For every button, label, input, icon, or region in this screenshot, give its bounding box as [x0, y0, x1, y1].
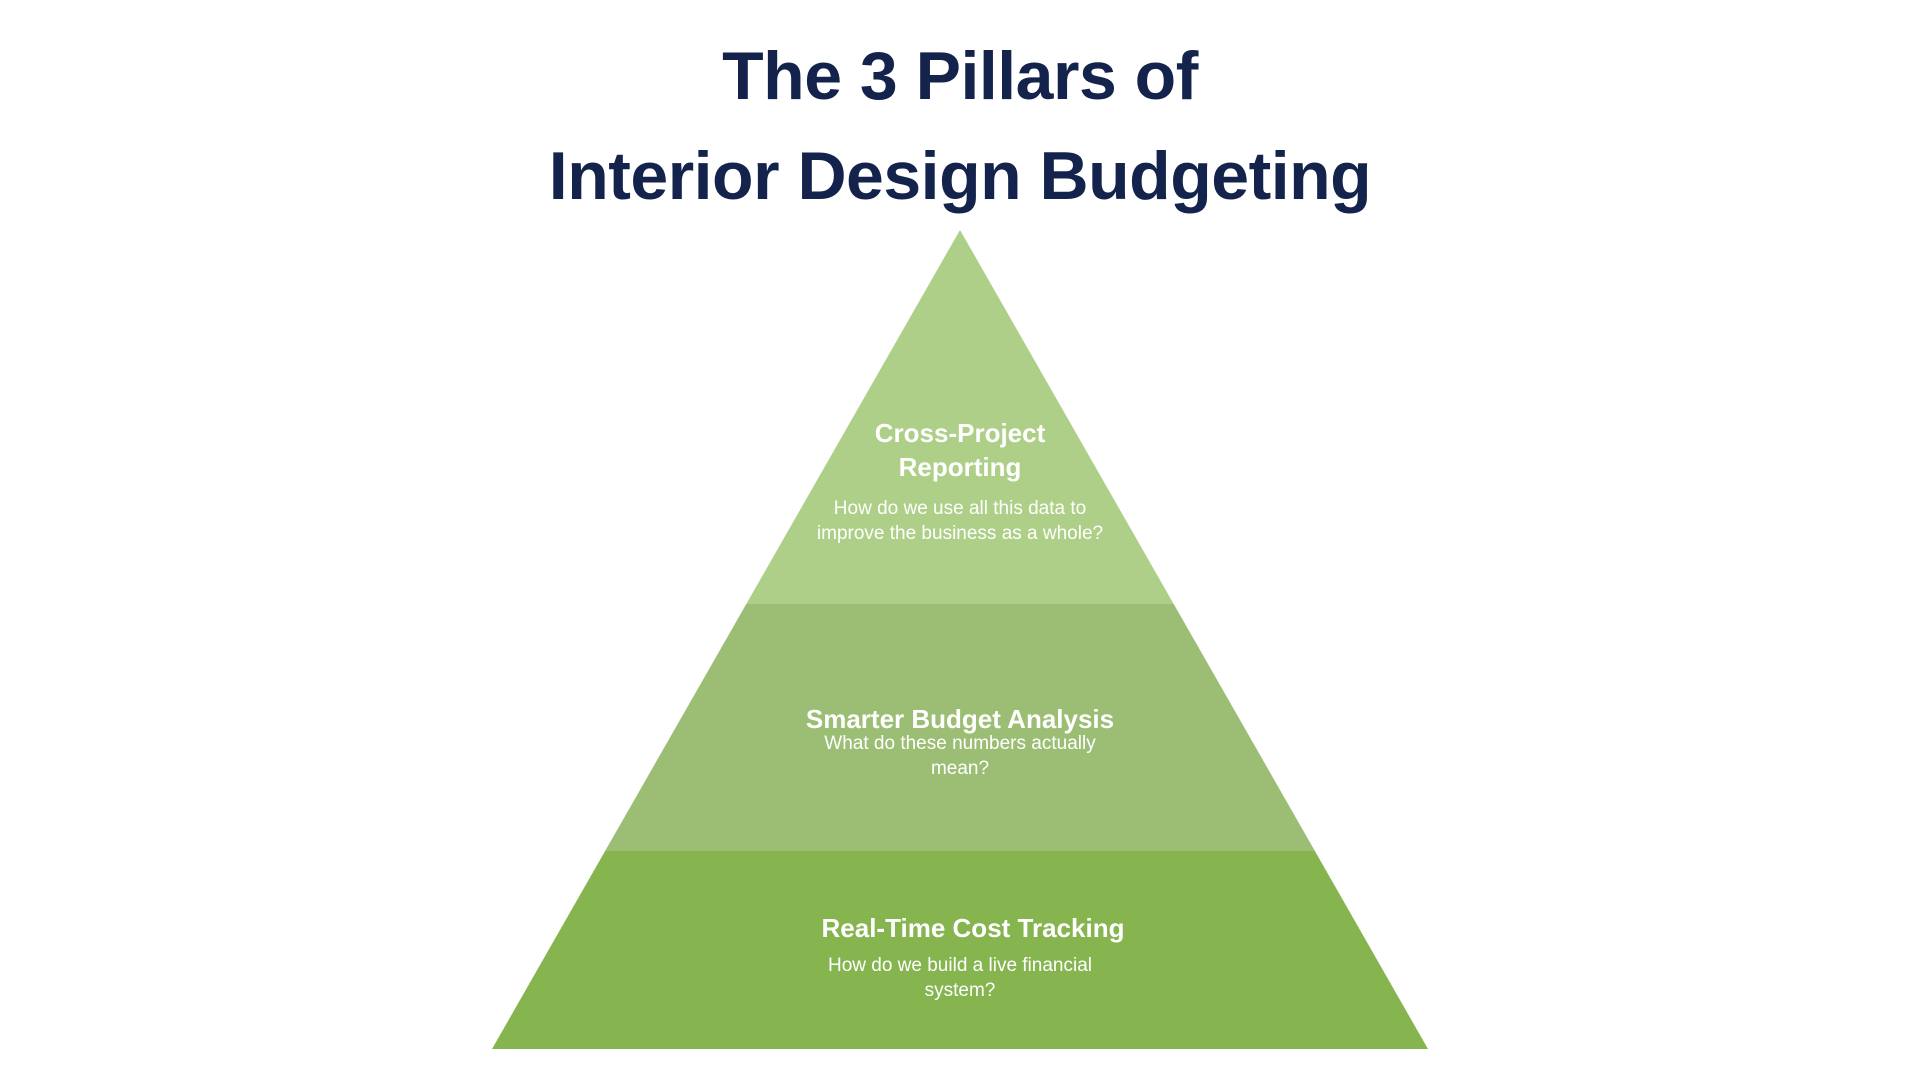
tier-bottom-description: How do we build a live financial system?: [760, 953, 1160, 1003]
pyramid-tier-bottom: [492, 851, 1428, 1049]
tier-bottom-description-line-2: system?: [924, 980, 996, 1001]
tier-top-title-line-1: Cross-Project: [874, 418, 1046, 448]
tier-bottom-description-line-1: How do we build a live financial: [827, 955, 1093, 976]
tier-middle-label: Smarter Budget Analysis What do these nu…: [740, 702, 1180, 781]
pyramid-tier-middle: [605, 604, 1315, 851]
page-title-line-2: Interior Design Budgeting: [548, 138, 1372, 214]
tier-bottom-title: Real-Time Cost Tracking: [821, 913, 1125, 943]
tier-middle-description-line-2: mean?: [930, 758, 990, 779]
tier-middle-title: Smarter Budget Analysis: [805, 704, 1115, 734]
tier-top-label: Cross-Project Reporting How do we use al…: [760, 416, 1160, 546]
pyramid-tier-top: [746, 230, 1174, 604]
page-title-line-1: The 3 Pillars of: [722, 38, 1198, 114]
tier-top-description-line-1: How do we use all this data to: [833, 498, 1087, 519]
tier-top-title-line-2: Reporting: [898, 452, 1022, 482]
tier-bottom-label: Real-Time Cost Tracking: [773, 911, 1173, 945]
tier-middle-description-line-1: What do these numbers actually: [824, 733, 1096, 754]
tier-top-description-line-2: improve the business as a whole?: [816, 523, 1104, 544]
